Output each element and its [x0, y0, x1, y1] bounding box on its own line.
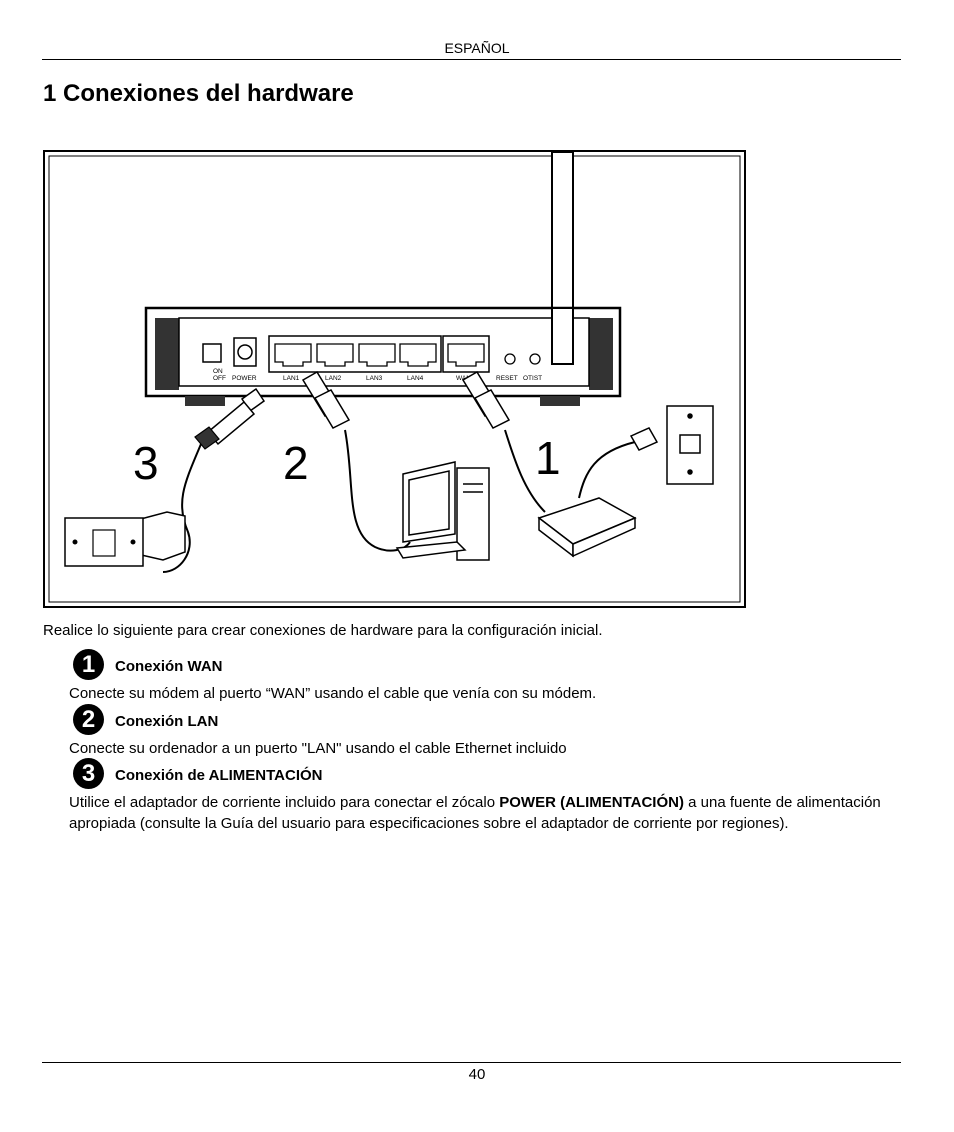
- label-lan2: LAN2: [325, 375, 342, 382]
- power-switch: [202, 343, 222, 363]
- step-heading: Conexión LAN: [115, 713, 219, 730]
- footer-rule: [42, 1062, 901, 1063]
- lan3-port: [358, 343, 396, 367]
- label-power: POWER: [232, 375, 257, 382]
- page-header-language: ESPAÑOL: [444, 40, 510, 56]
- page-number: 40: [468, 1066, 486, 1083]
- lan4-port: [399, 343, 437, 367]
- step-1: 1 Conexión WAN Conecte su módem al puert…: [69, 649, 901, 704]
- label-wan: WAN: [456, 375, 471, 382]
- phone-wall-jack: [666, 405, 714, 485]
- router: ON OFF POWER LAN1 LAN2 LAN3 LAN4 WAN RES…: [144, 306, 622, 406]
- hardware-connection-diagram: ON OFF POWER LAN1 LAN2 LAN3 LAN4 WAN RES…: [43, 150, 746, 608]
- label-reset: RESET: [496, 375, 518, 382]
- label-on: ON: [213, 368, 223, 375]
- label-otist: OTIST: [523, 375, 542, 382]
- step-text-bold: POWER (ALIMENTACIÓN): [499, 794, 684, 811]
- step-text: Conecte su módem al puerto “WAN” usando …: [69, 685, 597, 702]
- step-text: Conecte su ordenador a un puerto "LAN" u…: [69, 740, 567, 757]
- callout-1: 1: [535, 432, 561, 484]
- diagram-svg: ON OFF POWER LAN1 LAN2 LAN3 LAN4 WAN RES…: [48, 152, 741, 603]
- step-text: Utilice el adaptador de corriente inclui…: [69, 794, 881, 832]
- step-heading: Conexión WAN: [115, 658, 223, 675]
- label-lan1: LAN1: [283, 375, 300, 382]
- step-number-badge: 1: [73, 649, 104, 680]
- callout-2: 2: [283, 437, 309, 489]
- label-lan3: LAN3: [366, 375, 383, 382]
- label-off: OFF: [213, 375, 226, 382]
- step-3: 3 Conexión de ALIMENTACIÓN Utilice el ad…: [69, 758, 901, 834]
- power-jack: [237, 344, 253, 360]
- step-heading: Conexión de ALIMENTACIÓN: [115, 767, 323, 784]
- step-text-after: a una fuente de alimentación apropiada (…: [69, 794, 881, 832]
- page-title: 1 Conexiones del hardware: [43, 80, 354, 107]
- lan-cable: [301, 370, 411, 552]
- power-adapter: [64, 387, 266, 573]
- lan1-port: [274, 343, 312, 367]
- step-number-badge: 2: [73, 704, 104, 735]
- header-rule: [42, 59, 901, 60]
- otist-button: [529, 353, 541, 365]
- step-number-badge: 3: [73, 758, 104, 789]
- step-text-before: Utilice el adaptador de corriente inclui…: [69, 794, 500, 811]
- reset-button: [504, 353, 516, 365]
- computer: [395, 461, 490, 561]
- label-lan4: LAN4: [407, 375, 424, 382]
- wan-port: [447, 343, 485, 367]
- wan-cable: [461, 370, 546, 513]
- callout-3: 3: [133, 437, 159, 489]
- modem: [537, 427, 659, 558]
- intro-text: Realice lo siguiente para crear conexion…: [43, 622, 603, 639]
- step-2: 2 Conexión LAN Conecte su ordenador a un…: [69, 704, 901, 759]
- lan2-port: [316, 343, 354, 367]
